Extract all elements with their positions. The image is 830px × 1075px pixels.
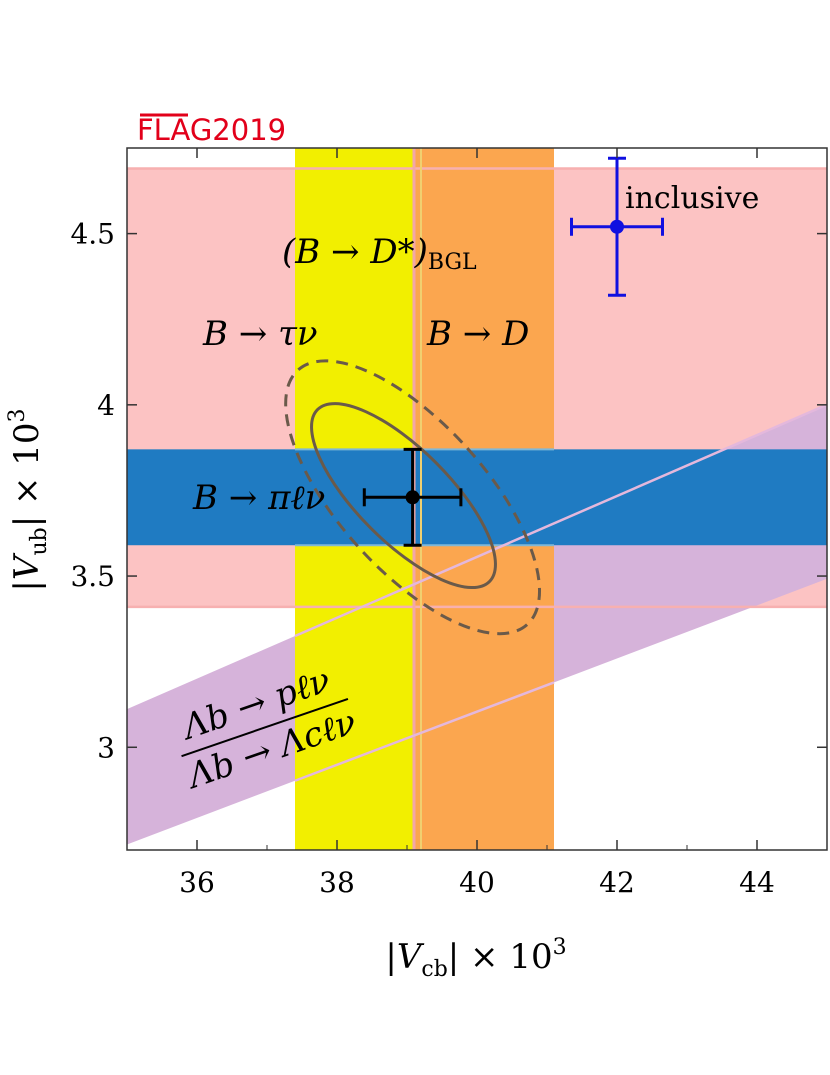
- band-lambda-ratio-edge-top: [294, 403, 827, 638]
- label-lambda-fraction-bar: [181, 697, 349, 758]
- axes: 36 38 40 42 44 3 3.5 4 4.5: [70, 148, 828, 899]
- label-b-to-tau-nu: B → τν: [202, 314, 318, 354]
- label-b-to-d: B → D: [426, 314, 529, 354]
- point-exclusive-marker: [405, 490, 420, 505]
- x-tick-label: 36: [179, 866, 215, 899]
- x-axis-title: |Vcb| × 103: [385, 935, 566, 982]
- band-b-to-pi-l-nu: [127, 449, 827, 546]
- x-tick-label: 38: [319, 866, 355, 899]
- y-tick-label: 4: [97, 389, 115, 422]
- point-inclusive-marker: [610, 219, 624, 234]
- y-tick-label: 3: [97, 731, 115, 764]
- ellipse-dashed: [284, 359, 542, 636]
- x-tick-label: 40: [459, 866, 495, 899]
- flag-logo-text: FLAG2019: [137, 113, 286, 147]
- x-tick-label: 42: [599, 866, 635, 899]
- band-lambda-ratio-edge-bottom: [294, 681, 555, 782]
- ellipse-solid: [310, 402, 497, 590]
- y-tick-label: 3.5: [70, 560, 115, 593]
- point-exclusive: [362, 447, 463, 547]
- x-tick-label: 44: [739, 866, 775, 899]
- label-b-to-pi-l-nu: B → πℓν: [192, 478, 325, 518]
- label-inclusive: inclusive: [625, 181, 759, 216]
- y-tick-label: 4.5: [70, 218, 115, 251]
- point-inclusive: [570, 156, 664, 297]
- flag-logo: FLAG2019: [137, 113, 286, 147]
- plot-area: [127, 148, 827, 850]
- y-axis-title: |Vub| × 103: [5, 408, 52, 591]
